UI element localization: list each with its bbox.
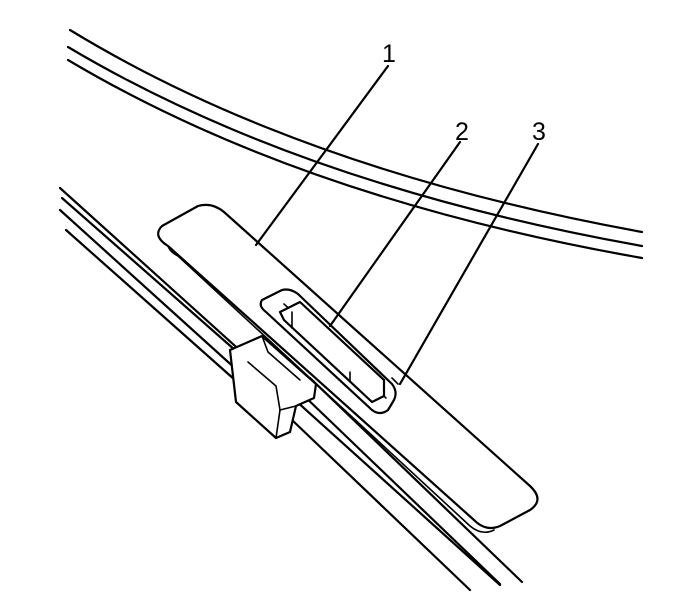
leader-line-1 bbox=[254, 64, 390, 247]
leader-line-2 bbox=[328, 140, 462, 328]
retaining-clip bbox=[228, 334, 318, 440]
leader-line-3 bbox=[398, 142, 540, 386]
callout-2: 2 bbox=[455, 118, 469, 146]
callout-3: 3 bbox=[532, 118, 546, 146]
leader-lines bbox=[254, 64, 540, 386]
clip-tab bbox=[259, 288, 399, 415]
callout-1: 1 bbox=[382, 40, 396, 68]
curved-panel-edge bbox=[66, 28, 644, 260]
